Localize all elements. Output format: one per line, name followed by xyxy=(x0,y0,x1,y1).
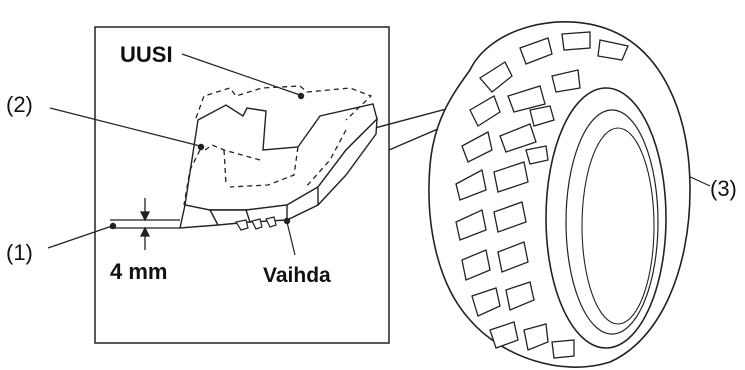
tread-block-worn xyxy=(180,104,377,228)
callout-1: (1) xyxy=(6,240,33,265)
callout-3: (3) xyxy=(710,176,737,201)
label-depth: 4 mm xyxy=(110,259,167,284)
label-new: UUSI xyxy=(120,42,173,67)
callout-2: (2) xyxy=(6,92,33,117)
label-replace: Vaihda xyxy=(263,264,331,287)
depth-dimension xyxy=(110,198,180,250)
